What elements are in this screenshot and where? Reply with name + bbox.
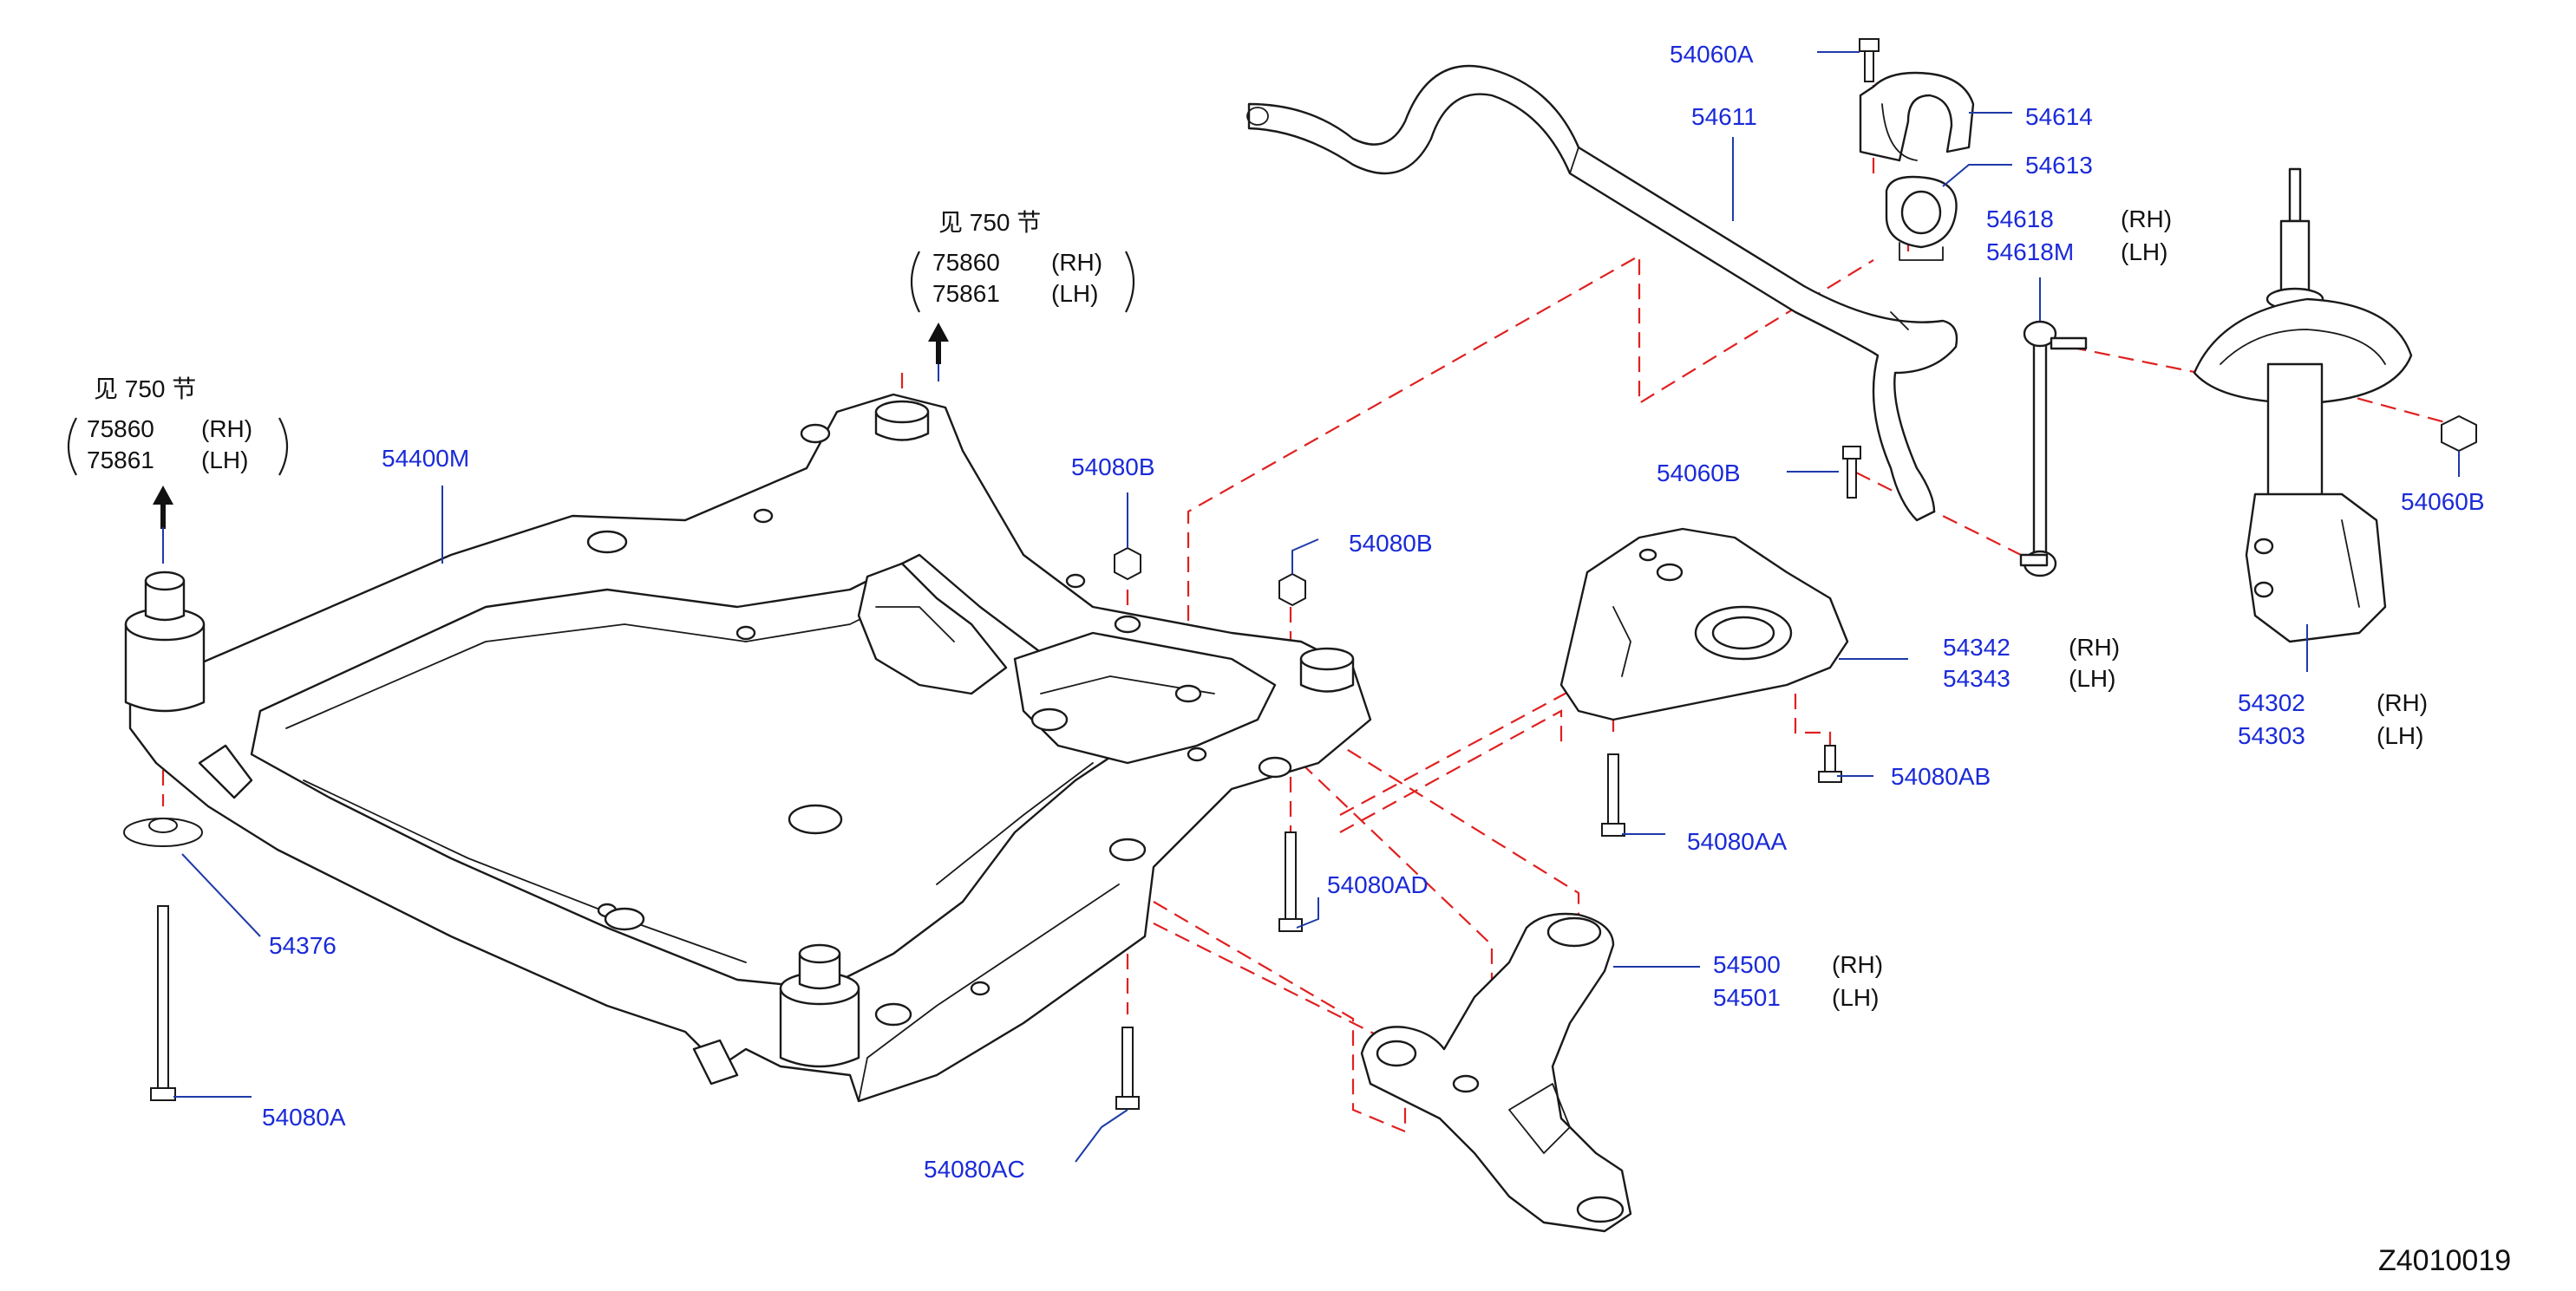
part-label-54060b-right[interactable]: 54060B	[2401, 488, 2485, 515]
part-label-54611[interactable]: 54611	[1691, 103, 1757, 130]
part-label-54303[interactable]: 54303	[2238, 722, 2305, 749]
part-labels: 54060A 54611 54614 54613 54618 (RH) 5461…	[262, 41, 2485, 1183]
part-label-54501[interactable]: 54501	[1713, 984, 1781, 1011]
reference-side-lh-top: (LH)	[1051, 280, 1098, 307]
side-label-54618m: (LH)	[2121, 238, 2167, 265]
reference-arrows	[153, 323, 949, 529]
part-label-54400m[interactable]: 54400M	[382, 445, 469, 472]
part-label-54060b-left[interactable]: 54060B	[1657, 460, 1741, 486]
lower-control-arm	[1360, 912, 1632, 1233]
part-label-54080ab[interactable]: 54080AB	[1891, 763, 1991, 790]
side-label-54342: (RH)	[2069, 634, 2120, 661]
side-label-54343: (LH)	[2069, 665, 2115, 692]
side-label-54303: (LH)	[2377, 722, 2423, 749]
part-label-54500[interactable]: 54500	[1713, 951, 1781, 978]
strut-assembly	[2193, 167, 2413, 643]
side-label-54500: (RH)	[1832, 951, 1883, 978]
part-label-54618[interactable]: 54618	[1986, 205, 2054, 232]
leader-lines	[162, 51, 2460, 1163]
reference-side-rh-top: (RH)	[1051, 249, 1102, 276]
reference-title-left: 见 750 节	[94, 375, 196, 402]
reference-part-lh-top: 75861	[932, 280, 1000, 307]
part-label-54302[interactable]: 54302	[2238, 689, 2305, 716]
part-label-54060a[interactable]: 54060A	[1670, 41, 1754, 68]
side-label-54501: (LH)	[1832, 984, 1879, 1011]
stabilizer-link	[2019, 320, 2088, 577]
suspension-plate	[1559, 527, 1849, 721]
reference-block-top: 见 750 节 75860 (RH) 75861 (LH)	[911, 209, 1134, 313]
front-crossmember	[124, 393, 1372, 1103]
reference-side-rh-left: (RH)	[201, 415, 252, 442]
part-label-54080b-left[interactable]: 54080B	[1071, 453, 1155, 480]
part-label-54618m[interactable]: 54618M	[1986, 238, 2074, 265]
side-label-54618: (RH)	[2121, 205, 2172, 232]
diagram-id: Z4010019	[2378, 1244, 2511, 1277]
part-label-54080a[interactable]: 54080A	[262, 1104, 346, 1131]
part-label-54080aa[interactable]: 54080AA	[1687, 828, 1788, 855]
part-label-54376[interactable]: 54376	[269, 932, 337, 959]
part-label-54613[interactable]: 54613	[2025, 152, 2093, 179]
reference-part-rh-left: 75860	[87, 415, 154, 442]
part-label-54080ac[interactable]: 54080AC	[924, 1156, 1025, 1183]
reference-side-lh-left: (LH)	[201, 447, 248, 473]
reference-part-rh-top: 75860	[932, 249, 1000, 276]
part-label-54614[interactable]: 54614	[2025, 103, 2093, 130]
stabilizer-bar	[1246, 64, 1958, 522]
part-label-54343[interactable]: 54343	[1943, 665, 2010, 692]
part-label-54080ad[interactable]: 54080AD	[1327, 871, 1429, 898]
reference-part-lh-left: 75861	[87, 447, 154, 473]
reference-title-top: 见 750 节	[938, 209, 1041, 236]
stabilizer-bushing-clamp	[1859, 71, 1975, 261]
part-label-54080b-right[interactable]: 54080B	[1349, 530, 1433, 557]
hardware	[123, 38, 2477, 1110]
reference-block-left: 见 750 节 75860 (RH) 75861 (LH)	[68, 375, 288, 476]
part-label-54342[interactable]: 54342	[1943, 634, 2010, 661]
side-label-54302: (RH)	[2377, 689, 2428, 716]
